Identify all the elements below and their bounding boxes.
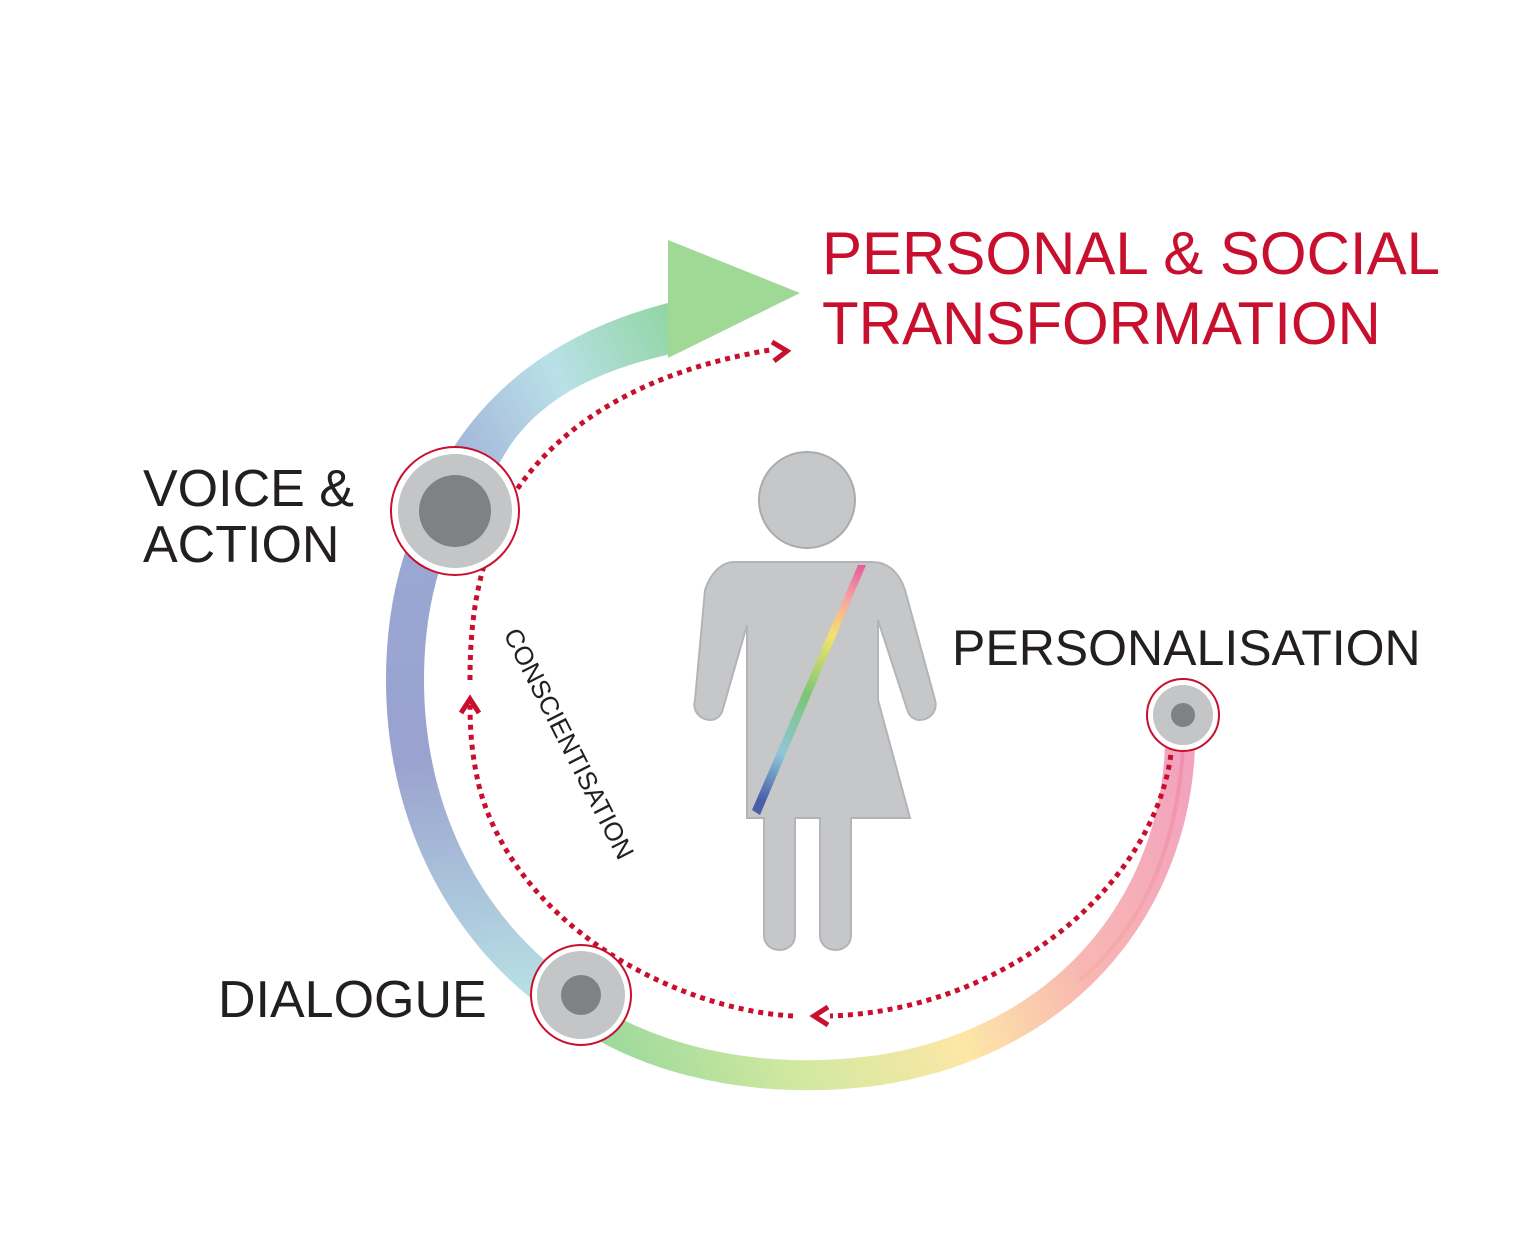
conscientisation-label: CONSCIENTISATION [498,623,641,864]
dotted-arrowhead-bottom [809,1004,830,1028]
title-line-1: PERSONAL & SOCIAL [822,220,1440,287]
voice-action-label-line-1: VOICE & [143,460,354,518]
personalisation-label: PERSONALISATION [952,620,1421,676]
node-voice-action [390,446,520,576]
node-personalisation [1146,678,1220,752]
arrow-head-icon [668,240,800,358]
dotted-arrowhead-top [770,339,792,363]
person-with-rainbow-sash-icon [693,451,937,951]
dotted-arrowhead-left [458,694,482,715]
dotted-path-dialogue [467,699,794,1019]
personalisation-link-line [1078,744,1185,982]
arc-left-segment [385,489,576,1016]
title-line-2: TRANSFORMATION [822,290,1381,357]
arc-bottom-segment [549,744,1195,1091]
dialogue-label: DIALOGUE [218,971,487,1029]
node-dialogue [530,944,632,1046]
dotted-path-top [467,347,771,681]
voice-action-label-line-2: ACTION [143,516,339,574]
